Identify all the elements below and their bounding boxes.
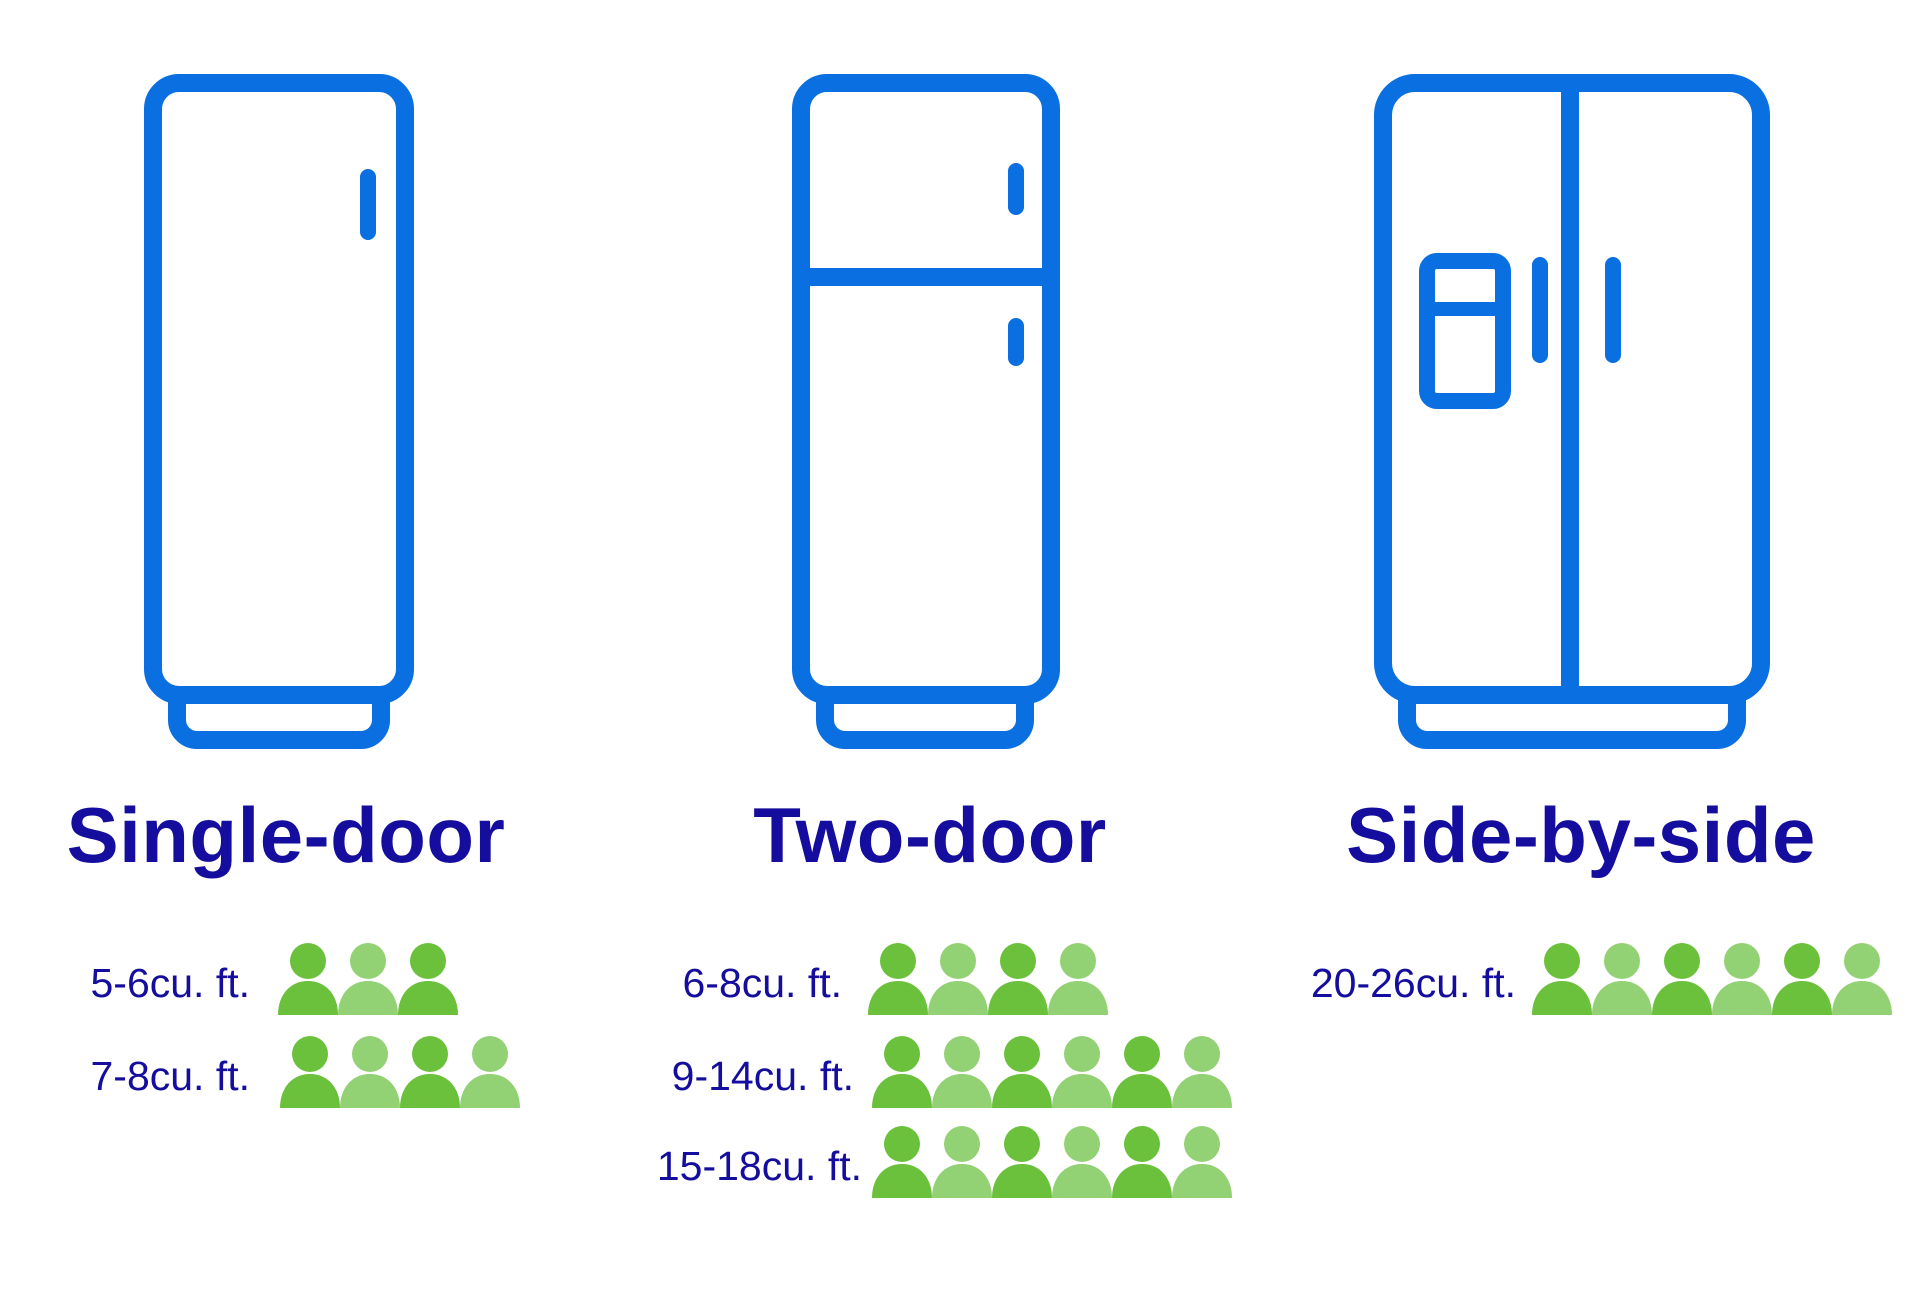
person-icon	[1172, 1126, 1232, 1198]
people-icons	[1532, 943, 1892, 1015]
person-icon	[338, 943, 398, 1015]
people-icons	[872, 1036, 1232, 1108]
person-icon	[1532, 943, 1592, 1015]
person-icon	[278, 943, 338, 1015]
person-icon	[1592, 943, 1652, 1015]
capacity-row-two-door-2: 9-14cu. ft.	[600, 1036, 1232, 1108]
person-icon	[1772, 943, 1832, 1015]
person-icon	[1052, 1036, 1112, 1108]
person-icon	[1172, 1036, 1232, 1108]
single-door-fridge-icon	[144, 74, 414, 749]
person-icon	[868, 943, 928, 1015]
person-icon	[340, 1036, 400, 1108]
two-door-fridge-icon	[792, 74, 1060, 749]
person-icon	[932, 1126, 992, 1198]
person-icon	[280, 1036, 340, 1108]
capacity-row-two-door-3: 15-18cu. ft.	[600, 1126, 1232, 1198]
person-icon	[1048, 943, 1108, 1015]
capacity-label: 7-8cu. ft.	[90, 1053, 250, 1099]
person-icon	[928, 943, 988, 1015]
capacity-row-side-by-side-1: 20-26cu. ft.	[1254, 943, 1892, 1015]
person-icon	[1112, 1126, 1172, 1198]
person-icon	[1652, 943, 1712, 1015]
capacity-row-single-door-2: 7-8cu. ft.	[36, 1036, 520, 1108]
person-icon	[992, 1126, 1052, 1198]
capacity-label: 6-8cu. ft.	[682, 960, 842, 1006]
person-icon	[400, 1036, 460, 1108]
title-side-by-side: Side-by-side	[1346, 791, 1816, 879]
people-icons	[868, 943, 1108, 1015]
people-icons	[280, 1036, 520, 1108]
capacity-label: 20-26cu. ft.	[1310, 960, 1516, 1006]
person-icon	[872, 1036, 932, 1108]
person-icon	[1832, 943, 1892, 1015]
capacity-label: 9-14cu. ft.	[671, 1053, 854, 1099]
capacity-row-single-door-1: 5-6cu. ft.	[36, 943, 458, 1015]
person-icon	[988, 943, 1048, 1015]
person-icon	[1052, 1126, 1112, 1198]
title-single-door: Single-door	[66, 791, 506, 879]
people-icons	[278, 943, 458, 1015]
person-icon	[1112, 1036, 1172, 1108]
title-two-door: Two-door	[753, 791, 1107, 879]
person-icon	[932, 1036, 992, 1108]
person-icon	[460, 1036, 520, 1108]
capacity-label: 5-6cu. ft.	[90, 960, 250, 1006]
person-icon	[398, 943, 458, 1015]
person-icon	[872, 1126, 932, 1198]
capacity-label: 15-18cu. ft.	[656, 1143, 862, 1189]
capacity-row-two-door-1: 6-8cu. ft.	[600, 943, 1108, 1015]
person-icon	[1712, 943, 1772, 1015]
side-by-side-fridge-icon	[1374, 74, 1770, 749]
person-icon	[992, 1036, 1052, 1108]
people-icons	[872, 1126, 1232, 1198]
